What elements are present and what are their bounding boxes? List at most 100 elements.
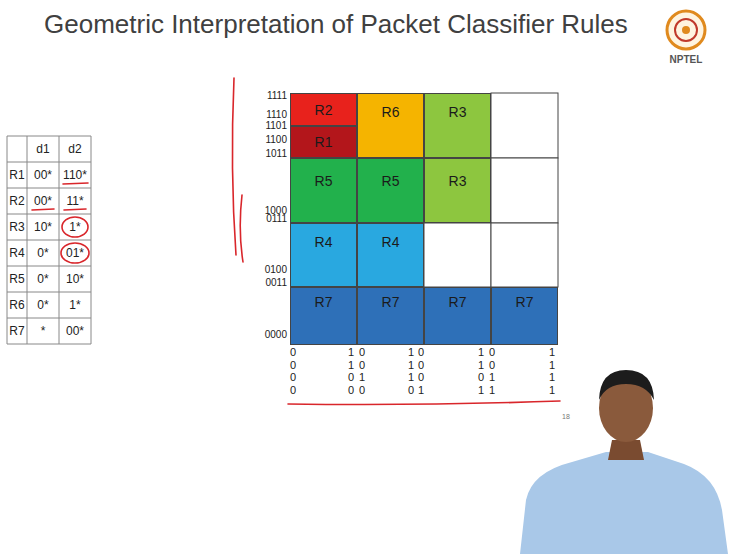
axis-tick: 1 1 1 0	[406, 346, 416, 396]
grid-line	[7, 292, 91, 293]
rule-name: R3	[449, 173, 467, 189]
axis-tick: 1 1 0 1	[476, 346, 486, 396]
rule-region: R7	[357, 287, 424, 345]
rule-name: R7	[315, 294, 333, 310]
axis-tick: 0 0 0 0	[288, 346, 298, 396]
nptel-logo	[667, 11, 705, 49]
table-cell: R6	[7, 292, 27, 318]
presenter-shirt	[520, 452, 728, 554]
logo-text: NPTEL	[660, 54, 712, 65]
axis-tick: 1100	[250, 134, 287, 145]
table-cell: *	[27, 318, 59, 344]
rule-region: R5	[290, 158, 357, 223]
empty-cell	[491, 93, 558, 158]
presenter	[520, 370, 728, 554]
axis-tick: 0100	[250, 264, 287, 275]
rule-name: R7	[516, 294, 534, 310]
grid-line	[7, 240, 91, 241]
pen-stroke	[232, 78, 236, 255]
grid-line	[7, 136, 91, 137]
pen-underline	[32, 209, 54, 210]
grid-line	[7, 318, 91, 319]
table-cell: 0*	[27, 292, 59, 318]
table-cell: R5	[7, 266, 27, 292]
rule-region: R7	[491, 287, 558, 345]
table-cell: 1*	[59, 214, 91, 240]
rule-region: R5	[357, 158, 424, 223]
axis-tick: 1111	[250, 90, 287, 101]
axis-tick: 0011	[250, 277, 287, 288]
table-cell: 110*	[59, 162, 91, 188]
rule-name: R4	[382, 234, 400, 250]
rule-region: R6	[357, 93, 424, 158]
pen-underline	[63, 183, 88, 184]
rule-name: R3	[449, 104, 467, 120]
empty-cells	[424, 93, 558, 287]
grid-line	[7, 214, 91, 215]
table-cell: R7	[7, 318, 27, 344]
table-cell: 10*	[27, 214, 59, 240]
axis-tick: 1101	[250, 120, 287, 131]
axis-tick: 1110	[250, 109, 287, 120]
grid-line	[7, 188, 91, 189]
table-cell: R4	[7, 240, 27, 266]
table-cell: 1*	[59, 292, 91, 318]
rule-region: R3	[424, 93, 491, 158]
rule-name: R2	[315, 102, 333, 118]
axis-tick: 0000	[250, 329, 287, 340]
axis-tick: 0 0 1 0	[357, 346, 367, 396]
table-cell: 0*	[27, 266, 59, 292]
presenter-hair	[599, 370, 654, 400]
page-number: 18	[562, 413, 570, 420]
table-cell: R2	[7, 188, 27, 214]
table-cell: R3	[7, 214, 27, 240]
logo-core	[682, 26, 690, 34]
table-cell: 0*	[27, 240, 59, 266]
rule-region: R7	[424, 287, 491, 345]
grid-line	[7, 162, 91, 163]
table-cell: 00*	[59, 318, 91, 344]
axis-tick: 0 0 0 1	[416, 346, 426, 396]
rule-name: R5	[382, 173, 400, 189]
axis-tick: 1 1 1 1	[547, 346, 557, 396]
rule-region: R7	[290, 287, 357, 345]
table-cell: d1	[27, 136, 59, 162]
pen-underline	[64, 209, 86, 210]
rule-region: R2	[290, 93, 357, 126]
logo-ring	[667, 11, 705, 49]
axis-tick: 1 1 0 0	[346, 346, 356, 396]
rule-name: R5	[315, 173, 333, 189]
rule-name: R7	[449, 294, 467, 310]
pen-stroke	[240, 195, 243, 262]
rule-name: R7	[382, 294, 400, 310]
table-cell: 10*	[59, 266, 91, 292]
empty-cell	[424, 223, 491, 287]
axis-tick: 0111	[250, 213, 287, 224]
rule-region: R1	[290, 126, 357, 158]
table-cell: 11*	[59, 188, 91, 214]
pen-underline	[288, 401, 560, 405]
table-cell: 00*	[27, 162, 59, 188]
logo-inner	[675, 19, 697, 41]
table-cell: 00*	[27, 188, 59, 214]
grid-line	[7, 266, 91, 267]
table-cell: R1	[7, 162, 27, 188]
rule-name: R4	[315, 234, 333, 250]
table-grid	[7, 136, 91, 344]
axis-tick: 1011	[250, 148, 287, 159]
pen-marks	[32, 78, 560, 405]
empty-cell	[491, 158, 558, 223]
presenter-neck	[608, 440, 644, 460]
rule-region: R4	[357, 223, 424, 287]
axis-tick: 0 0 1 1	[487, 346, 497, 396]
empty-cell	[491, 223, 558, 287]
grid-line	[7, 344, 91, 345]
rule-region: R4	[290, 223, 357, 287]
table-cell: d2	[59, 136, 91, 162]
slide-title: Geometric Interpretation of Packet Class…	[44, 8, 684, 40]
table-cell: 01*	[59, 240, 91, 266]
rule-region: R3	[424, 158, 491, 223]
rule-name: R1	[315, 134, 333, 150]
rule-name: R6	[382, 104, 400, 120]
